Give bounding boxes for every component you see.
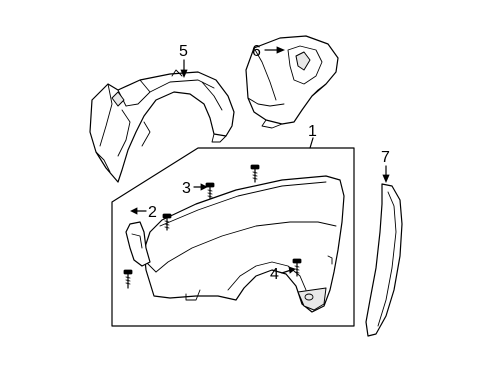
trim-molding-part bbox=[365, 183, 403, 337]
bolt-2 bbox=[162, 213, 172, 231]
callout-7: 7 bbox=[381, 149, 390, 166]
front-fender-part bbox=[143, 175, 345, 313]
callout-2: 2 bbox=[148, 204, 157, 221]
bolt-3 bbox=[205, 182, 215, 199]
fender-liner-part bbox=[89, 69, 235, 183]
bolt-lower bbox=[123, 269, 133, 289]
splash-shield-part bbox=[245, 35, 339, 129]
callout-1: 1 bbox=[308, 123, 317, 140]
leader-lines bbox=[130, 46, 390, 274]
callout-5: 5 bbox=[179, 43, 188, 60]
fender-assembly-frame bbox=[111, 137, 355, 327]
bolt-4 bbox=[292, 258, 302, 277]
bolt-top bbox=[250, 164, 260, 183]
callout-3: 3 bbox=[182, 180, 191, 197]
callout-4: 4 bbox=[270, 266, 279, 283]
callout-6: 6 bbox=[252, 43, 261, 60]
bracket-part bbox=[125, 221, 151, 267]
